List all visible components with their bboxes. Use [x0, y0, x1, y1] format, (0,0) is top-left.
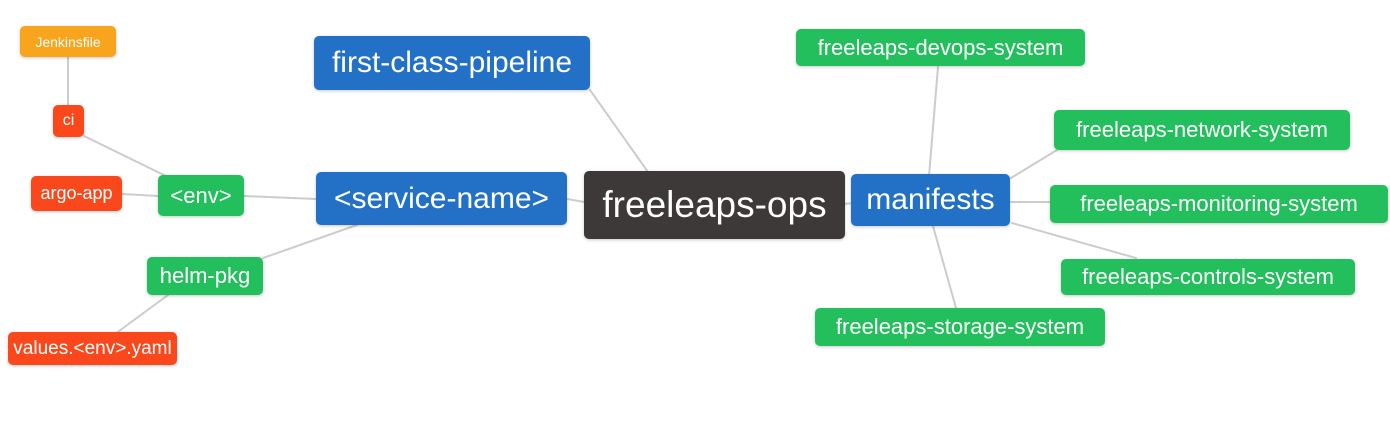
node-service-name[interactable]: <service-name> [316, 172, 567, 225]
node-storage-system[interactable]: freeleaps-storage-system [815, 308, 1105, 346]
node-monitoring-system[interactable]: freeleaps-monitoring-system [1050, 185, 1388, 223]
edge-env-to-service-name [243, 195, 317, 200]
node-argo-app[interactable]: argo-app [31, 176, 122, 211]
node-first-class-pipeline[interactable]: first-class-pipeline [314, 36, 590, 90]
node-devops-system[interactable]: freeleaps-devops-system [796, 29, 1085, 66]
node-helm-pkg[interactable]: helm-pkg [147, 257, 263, 295]
node-env[interactable]: <env> [158, 175, 244, 216]
edge-manifests-to-controls-system [1011, 222, 1137, 259]
node-controls-system[interactable]: freeleaps-controls-system [1061, 259, 1355, 295]
node-manifests[interactable]: manifests [851, 174, 1010, 226]
node-values-env-yaml[interactable]: values.<env>.yaml [8, 332, 177, 365]
edge-argo-app-to-env [121, 193, 159, 197]
edge-devops-system-to-manifests [928, 66, 939, 177]
edge-helm-pkg-to-service-name [262, 224, 358, 259]
node-network-system[interactable]: freeleaps-network-system [1054, 110, 1350, 150]
edge-first-class-pipeline-to-freeleaps-ops [589, 89, 649, 173]
edge-manifests-to-storage-system [932, 225, 957, 309]
edge-helm-pkg-to-values-env-yaml [114, 294, 169, 335]
edge-manifests-to-network-system [1010, 149, 1058, 179]
node-jenkinsfile[interactable]: Jenkinsfile [20, 26, 116, 57]
node-freeleaps-ops[interactable]: freeleaps-ops [584, 171, 845, 239]
edge-ci-to-env [83, 135, 173, 180]
node-ci[interactable]: ci [53, 105, 84, 137]
